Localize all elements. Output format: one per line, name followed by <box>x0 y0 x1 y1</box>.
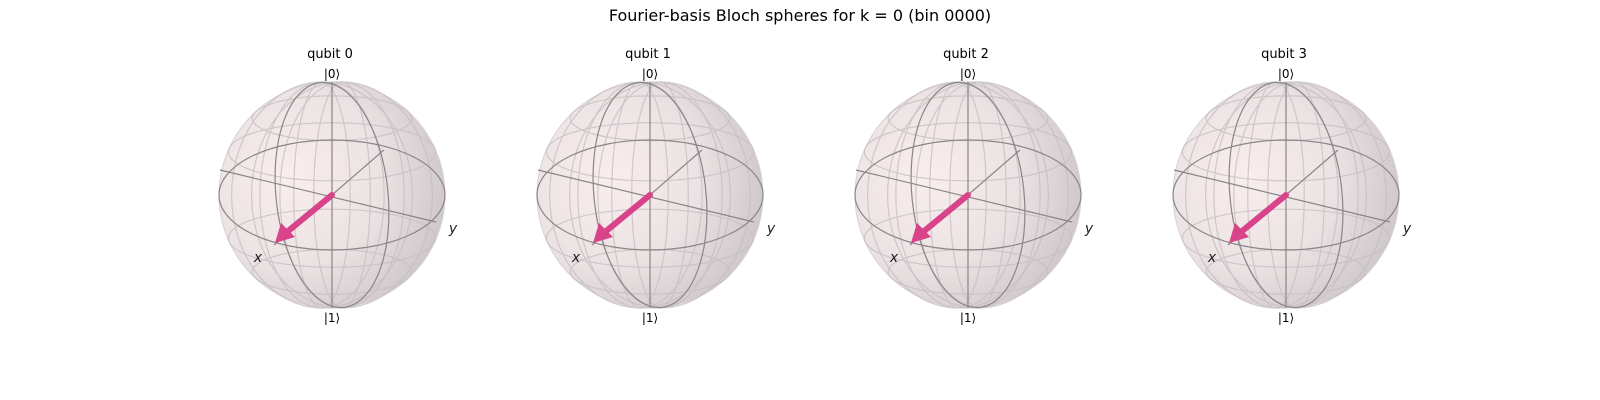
y-axis-label: y <box>766 221 776 237</box>
y-axis-label: y <box>1402 221 1412 237</box>
ket-zero-label: |0⟩ <box>1278 67 1294 81</box>
state-vector-arrow <box>1229 192 1289 243</box>
bloch-sphere-qubit-3: qubit 3 |0⟩ |1⟩ x y <box>1144 44 1424 334</box>
ket-one-label: |1⟩ <box>1278 311 1294 325</box>
bloch-sphere-qubit-1: qubit 1 |0⟩ |1⟩ x y <box>508 44 788 334</box>
bloch-sphere-qubit-0: qubit 0 |0⟩ |1⟩ x y <box>190 44 470 334</box>
figure-title: Fourier-basis Bloch spheres for k = 0 (b… <box>608 6 992 25</box>
bloch-sphere-graphic: |0⟩ |1⟩ x y <box>854 67 1094 325</box>
bloch-sphere-graphic: |0⟩ |1⟩ x y <box>536 67 776 325</box>
x-axis-label: x <box>571 250 581 266</box>
bloch-sphere-graphic: |0⟩ |1⟩ x y <box>1172 67 1412 325</box>
state-vector-arrow <box>275 192 335 243</box>
ket-one-label: |1⟩ <box>960 311 976 325</box>
ket-one-label: |1⟩ <box>324 311 340 325</box>
ket-zero-label: |0⟩ <box>324 67 340 81</box>
x-axis-label: x <box>1207 250 1217 266</box>
sphere-title: qubit 1 <box>625 47 671 62</box>
ket-zero-label: |0⟩ <box>642 67 658 81</box>
y-axis-label: y <box>448 221 458 237</box>
sphere-title: qubit 0 <box>307 47 353 62</box>
bloch-sphere-graphic: |0⟩ |1⟩ x y <box>218 67 458 325</box>
ket-zero-label: |0⟩ <box>960 67 976 81</box>
y-axis-label: y <box>1084 221 1094 237</box>
bloch-sphere-qubit-2: qubit 2 |0⟩ |1⟩ x y <box>826 44 1106 334</box>
state-vector-arrow <box>911 192 971 243</box>
ket-one-label: |1⟩ <box>642 311 658 325</box>
x-axis-label: x <box>889 250 899 266</box>
sphere-title: qubit 2 <box>943 47 989 62</box>
x-axis-label: x <box>253 250 263 266</box>
sphere-title: qubit 3 <box>1261 47 1307 62</box>
state-vector-arrow <box>593 192 653 243</box>
